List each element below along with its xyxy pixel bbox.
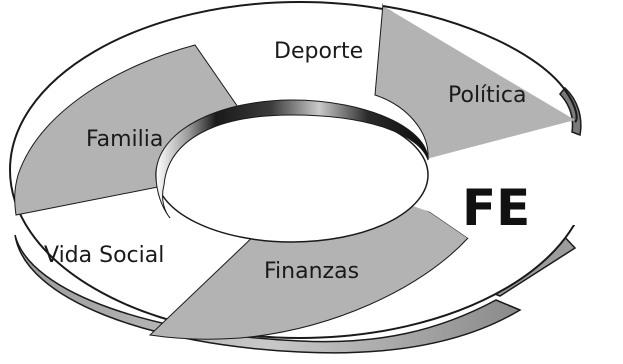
ring-outline	[382, 5, 578, 123]
segment-label-politica: Política	[448, 83, 526, 108]
segment-label-vida-social: Vida Social	[44, 243, 164, 268]
segment-label-deporte: Deporte	[274, 39, 363, 64]
center-label-fe: FE	[462, 179, 530, 237]
ring-hole	[155, 99, 429, 243]
segment-label-finanzas: Finanzas	[264, 259, 359, 284]
ring-hole-inner-wall	[155, 99, 429, 219]
segment-label-familia: Familia	[86, 127, 163, 152]
ring-bottom-edge	[14, 234, 522, 354]
ring-right-edge	[559, 86, 582, 137]
